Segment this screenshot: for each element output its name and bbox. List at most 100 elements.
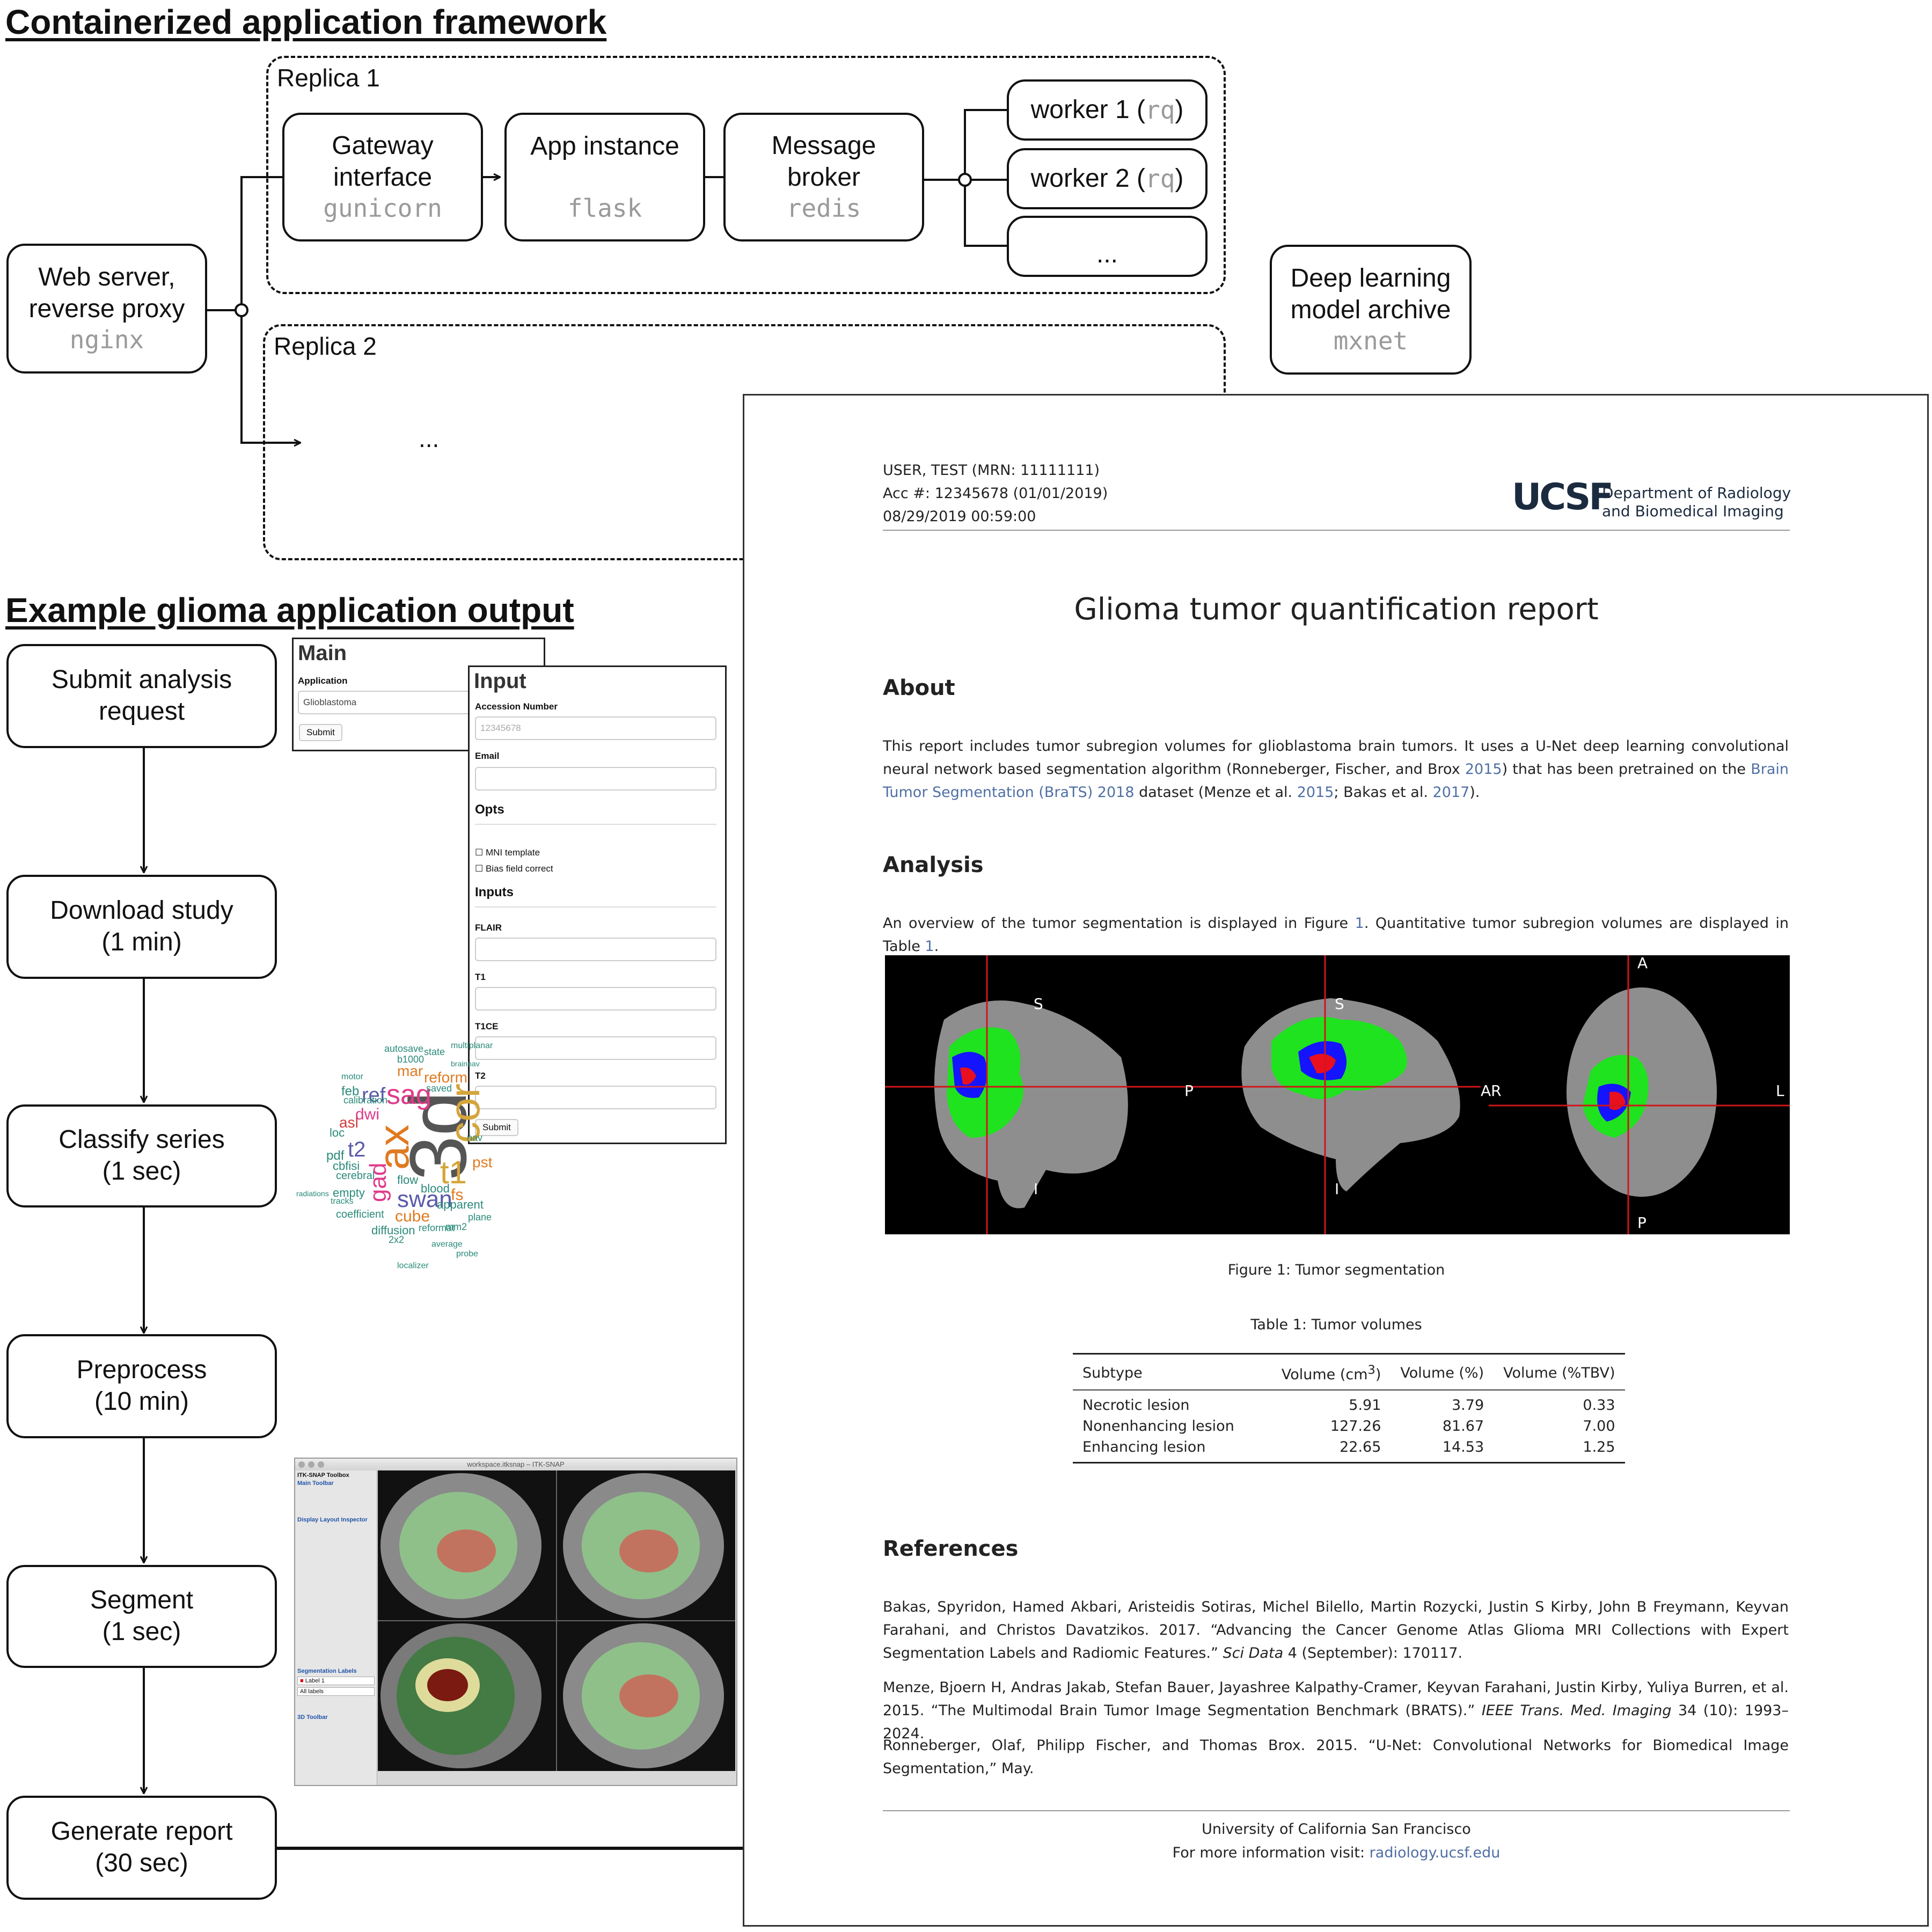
- pipeline-step-line1: Segment: [90, 1586, 194, 1615]
- example-title: Example glioma application output: [5, 591, 574, 630]
- itk-window-title: workspace.itksnap – ITK-SNAP: [467, 1460, 565, 1468]
- flair-input[interactable]: [475, 938, 716, 961]
- message-broker-node: Message broker redis: [723, 113, 924, 241]
- itk-main-toolbar-label: Main Toolbar: [297, 1480, 334, 1487]
- word-cloud-word: sag: [386, 1079, 431, 1110]
- ucsf-logo: UCSF: [1512, 476, 1614, 518]
- word-cloud-word: empty: [333, 1186, 365, 1199]
- coronal-slice: [934, 1000, 1128, 1209]
- itk-3d-toolbar-label: 3D Toolbar: [297, 1714, 328, 1721]
- app-instance-node: App instance flask: [504, 113, 705, 241]
- reference-2: Menze, Bjoern H, Andras Jakab, Stefan Ba…: [883, 1679, 1789, 1742]
- gateway-tech: gunicorn: [323, 194, 442, 223]
- itk-view-coronal: [380, 1623, 541, 1768]
- application-select[interactable]: Glioblastoma: [298, 691, 491, 714]
- about-text: ) that has been pretrained on the: [1502, 761, 1751, 778]
- figure-caption: Figure 1: Tumor segmentation: [1227, 1262, 1445, 1278]
- model-line2: model archive: [1290, 295, 1451, 324]
- word-cloud-word: plane: [468, 1212, 492, 1223]
- word-cloud-word: brainnav: [451, 1059, 480, 1068]
- accession-input[interactable]: 12345678: [475, 716, 716, 740]
- bias-field-checkbox[interactable]: ☐ Bias field correct: [475, 863, 553, 874]
- replica-1-label: Replica 1: [277, 64, 380, 92]
- web-server-line2: reverse proxy: [28, 294, 185, 323]
- table-cell: 127.26: [1330, 1418, 1381, 1435]
- accession-label: Accession Number: [475, 701, 558, 712]
- model-archive-node: Deep learning model archive mxnet: [1270, 245, 1472, 375]
- replica-2-label: Replica 2: [274, 332, 377, 360]
- word-cloud-word: diffusion: [371, 1224, 415, 1237]
- word-cloud-word: reform: [424, 1069, 467, 1086]
- word-cloud-word: radiations: [296, 1189, 329, 1198]
- orient-label: S: [1034, 995, 1043, 1013]
- word-cloud-word: mm2: [445, 1221, 467, 1232]
- footer-university: University of California San Francisco: [1202, 1821, 1471, 1838]
- analysis-heading: Analysis: [883, 853, 984, 877]
- word-cloud-word: pdf: [326, 1148, 345, 1163]
- input-submit-button[interactable]: Submit: [475, 1119, 518, 1136]
- word-cloud-word: motor: [341, 1072, 363, 1081]
- worker-1-label: worker 1 (: [1030, 95, 1145, 124]
- tumor-volume-table: Subtype Volume (cm3) Volume (%) Volume (…: [1073, 1353, 1625, 1463]
- itk-view-3d: [563, 1623, 724, 1768]
- brats-link[interactable]: Brain Tumor Segmentation (BraTS) 2018: [883, 761, 1789, 801]
- word-cloud-word: average: [431, 1240, 463, 1249]
- table-link[interactable]: 1: [925, 938, 934, 955]
- pipeline-submit-node: Submit analysis request: [6, 644, 277, 748]
- main-submit-button[interactable]: Submit: [299, 724, 342, 741]
- word-cloud-word: reformat: [419, 1223, 455, 1233]
- footer-info-text: For more information visit:: [1172, 1845, 1370, 1861]
- pipeline-preprocess-node: Preprocess (10 min): [6, 1334, 277, 1438]
- pipeline-report-node: Generate report (30 sec): [6, 1796, 277, 1900]
- itk-active-label-select[interactable]: ■ Label 1: [297, 1677, 375, 1685]
- table-header: Volume (cm3): [1281, 1363, 1381, 1383]
- pipeline-segment-node: Segment (1 sec): [6, 1565, 277, 1668]
- citation-link[interactable]: 2017: [1432, 784, 1470, 801]
- reference-3: Ronneberger, Olaf, Philipp Fischer, and …: [883, 1737, 1789, 1777]
- t1-input[interactable]: [475, 987, 716, 1011]
- web-server-node: Web server, reverse proxy nginx: [6, 244, 207, 374]
- word-cloud-word: swan: [397, 1186, 452, 1212]
- table-cell: 0.33: [1583, 1397, 1615, 1414]
- table-row: Necrotic lesion 5.91 3.79 0.33: [1073, 1390, 1625, 1416]
- worker-more-label: ...: [1096, 239, 1118, 268]
- department-line2: and Biomedical Imaging: [1602, 502, 1784, 520]
- itk-view-sagittal: [563, 1473, 724, 1618]
- t1ce-input[interactable]: [475, 1036, 716, 1060]
- worker-2-label: worker 2 (: [1030, 164, 1145, 193]
- broker-tech: redis: [786, 194, 861, 223]
- word-cloud-word: state: [424, 1046, 445, 1057]
- word-cloud-word: coefficient: [336, 1209, 384, 1220]
- table-cell: Enhancing lesion: [1082, 1439, 1206, 1455]
- citation-link[interactable]: 2015: [1465, 761, 1502, 778]
- about-paragraph: This report includes tumor subregion vol…: [883, 735, 1789, 804]
- itk-paint-over-select[interactable]: All labels: [297, 1687, 375, 1696]
- report-title: Glioma tumor quantification report: [1074, 592, 1599, 627]
- pipeline-step-line2: (1 min): [101, 928, 182, 956]
- app-tech: flask: [567, 194, 642, 223]
- email-input[interactable]: [475, 767, 716, 791]
- t2-input[interactable]: [475, 1086, 716, 1109]
- itk-titlebar: workspace.itksnap – ITK-SNAP: [295, 1459, 736, 1470]
- word-cloud-word: t1: [440, 1154, 467, 1190]
- worker-1-close: ): [1175, 95, 1184, 124]
- figure-link[interactable]: 1: [1355, 915, 1364, 932]
- input-form-panel: Input Accession Number 12345678 Email Op…: [468, 665, 727, 1144]
- footer-website-link[interactable]: radiology.ucsf.edu: [1369, 1845, 1501, 1861]
- mni-template-checkbox[interactable]: ☐ MNI template: [475, 847, 540, 858]
- citation-link[interactable]: 2015: [1297, 784, 1334, 801]
- word-cloud-word: probe: [456, 1249, 478, 1258]
- word-cloud-word: autosave: [384, 1043, 424, 1054]
- about-text: ; Bakas et al.: [1334, 784, 1433, 801]
- orient-label: AR: [1481, 1082, 1502, 1100]
- about-text: dataset (Menze et al.: [1134, 784, 1297, 801]
- table-header: Volume (%TBV): [1503, 1365, 1615, 1381]
- tumor-segmentation-figure: S I S I P AR A P L: [885, 955, 1790, 1234]
- word-cloud-word: feb: [341, 1084, 360, 1099]
- itk-toolbox-sidebar: ITK-SNAP Toolbox Main Toolbar Display La…: [295, 1470, 377, 1785]
- worker-1-node: worker 1 (rq): [1007, 79, 1208, 141]
- itk-seg-labels-label: Segmentation Labels: [297, 1668, 357, 1674]
- report-patient: USER, TEST (MRN: 11111111): [883, 462, 1100, 479]
- broker-line1: Message: [771, 131, 876, 160]
- analysis-text: . Quantitative tumor subregion volumes a…: [883, 915, 1789, 955]
